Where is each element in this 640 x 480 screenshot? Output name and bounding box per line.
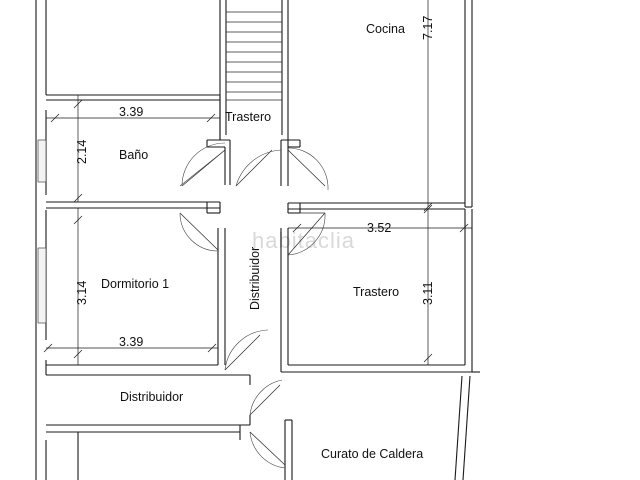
dimension-label-trastero-width: 3.52 (367, 221, 391, 235)
dimension-label-dormitorio-width: 3.39 (119, 335, 143, 349)
room-label-trastero-stairs: Trastero (225, 110, 271, 124)
dimension-label-cocina-height: 7.17 (421, 16, 435, 40)
room-label-dormitorio-1: Dormitorio 1 (101, 277, 169, 291)
room-label-cocina: Cocina (366, 22, 405, 36)
dimension-label-dormitorio-height: 3.14 (75, 281, 89, 305)
room-label-bano: Baño (119, 148, 148, 162)
staircase (226, 11, 282, 101)
room-label-trastero: Trastero (353, 285, 399, 299)
room-label-cuarto-caldera: Curato de Caldera (321, 447, 423, 461)
doors (179, 142, 329, 469)
room-label-distribuidor-horizontal: Distribuidor (120, 390, 183, 404)
windows (37, 139, 47, 324)
walls (35, 0, 480, 480)
dimension-label-bano-width: 3.39 (119, 105, 143, 119)
dimension-label-bano-height: 2.14 (75, 140, 89, 164)
watermark: habitaclia (252, 228, 355, 253)
dimension-lines (43, 0, 472, 365)
dimension-label-trastero-height: 3.11 (421, 282, 435, 305)
room-label-distribuidor-vertical: Distribuidor (248, 247, 262, 310)
